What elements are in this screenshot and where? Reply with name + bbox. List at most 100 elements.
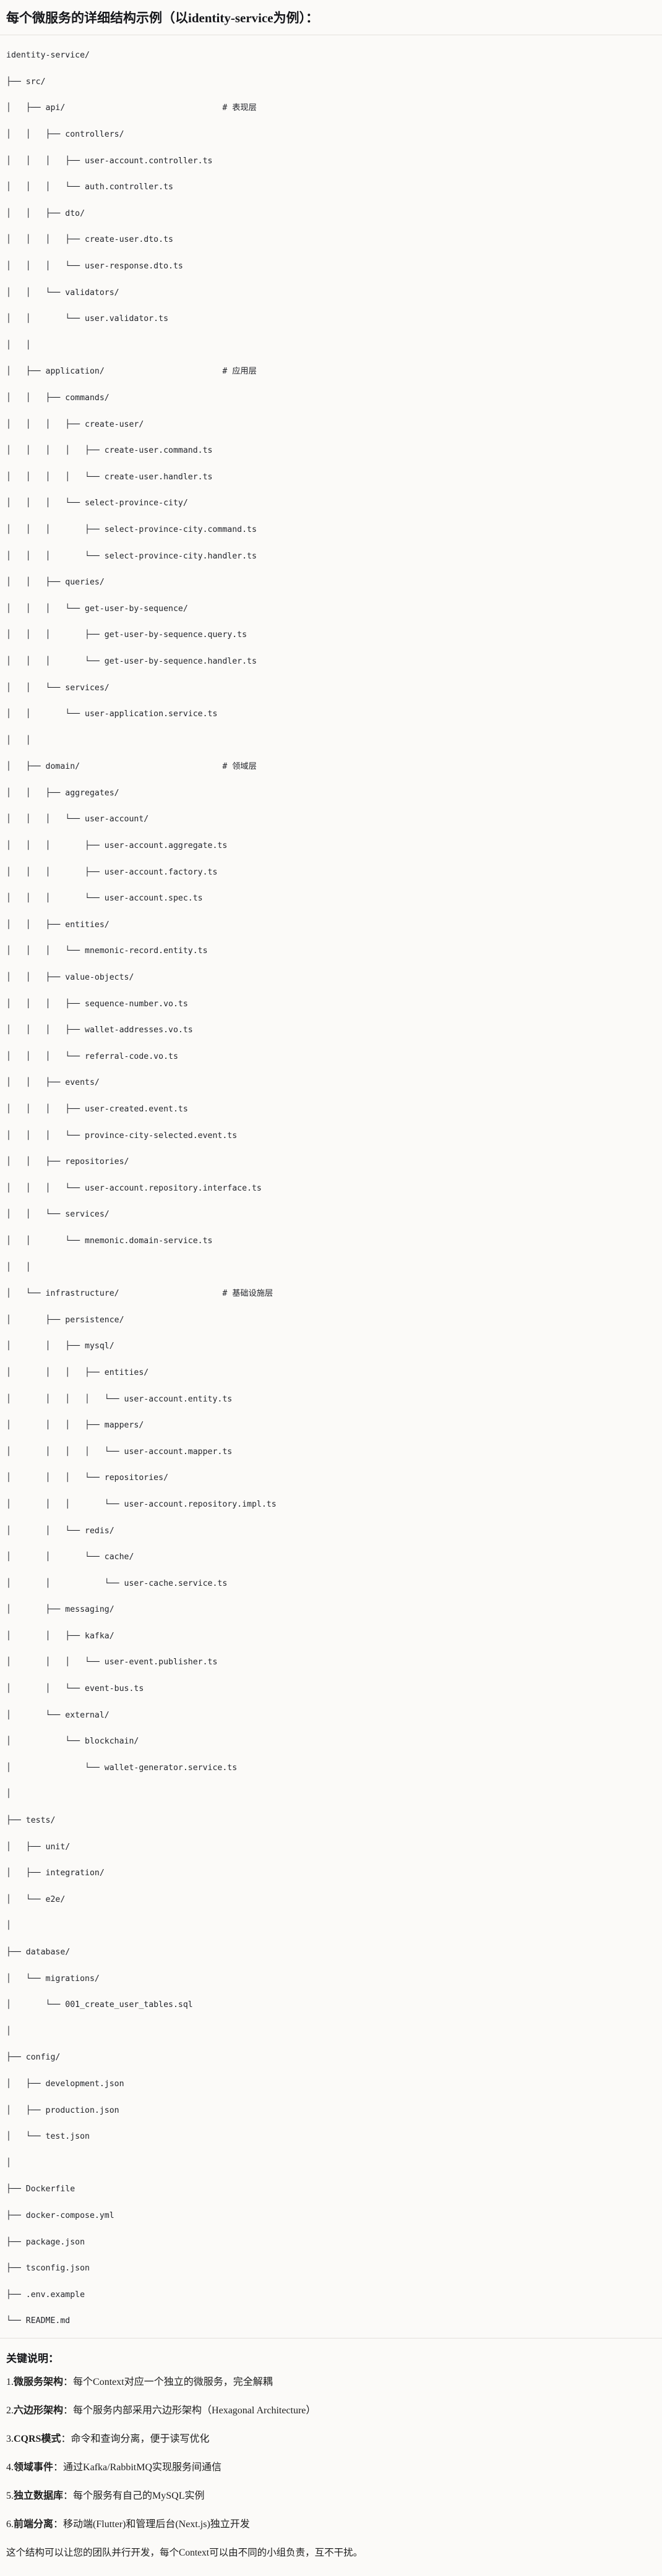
tree-line: ├── tests/ — [6, 1816, 56, 1826]
tree-line: │ │ ├── kafka/ — [6, 1631, 114, 1641]
key-point-description: 命令和查询分离，便于读写优化 — [71, 2433, 210, 2444]
tree-line: │ │ │ ├── user-account.factory.ts — [6, 867, 218, 877]
tree-line: │ │ ├── events/ — [6, 1078, 100, 1088]
key-point-number: 6. — [6, 2518, 14, 2530]
tree-line: │ │ └── event-bus.ts — [6, 1684, 144, 1694]
tree-line: │ │ — [6, 1262, 31, 1272]
key-point-term: 六边形架构 — [14, 2405, 64, 2416]
tree-line: │ │ ├── mysql/ — [6, 1341, 114, 1351]
tree-line: ├── src/ — [6, 77, 46, 87]
tree-line: │ — [6, 2158, 11, 2168]
tree-line: │ └── wallet-generator.service.ts — [6, 1763, 238, 1773]
tree-line: │ │ │ └── user-account/ — [6, 815, 149, 824]
tree-line: │ │ │ └── referral-code.vo.ts — [6, 1051, 178, 1061]
tree-line: │ │ │ └── user-account.repository.interf… — [6, 1183, 262, 1193]
key-point-separator: ： — [53, 2462, 64, 2473]
tree-line: │ │ │ └── mnemonic-record.entity.ts — [6, 946, 208, 956]
tree-line: │ │ │ └── get-user-by-sequence/ — [6, 604, 188, 614]
tree-line: │ │ │ ├── user-created.event.ts — [6, 1105, 188, 1114]
tree-line-comment: # 应用层 — [222, 367, 257, 377]
key-point-description: 移动端(Flutter)和管理后台(Next.js)独立开发 — [63, 2518, 250, 2530]
tree-line: │ │ └── user-application.service.ts — [6, 709, 218, 719]
tree-line: │ │ ├── entities/ — [6, 920, 110, 930]
key-point-term: 微服务架构 — [14, 2376, 64, 2387]
key-point-description: 每个服务内部采用六边形架构（Hexagonal Architecture） — [73, 2405, 316, 2416]
tree-line: │ │ │ ├── wallet-addresses.vo.ts — [6, 1025, 193, 1035]
key-point-separator: ： — [63, 2376, 74, 2387]
tree-line: │ │ └── services/ — [6, 1210, 110, 1220]
directory-tree: identity-service/ ├── src/ │ ├── api/ # … — [6, 49, 656, 2327]
tree-line: │ │ │ ├── get-user-by-sequence.query.ts — [6, 630, 247, 640]
tree-line: │ │ │ ├── entities/ — [6, 1367, 149, 1377]
tree-line: │ — [6, 1789, 11, 1799]
key-point-term: CQRS模式 — [14, 2433, 61, 2444]
tree-line: │ │ │ ├── mappers/ — [6, 1421, 144, 1431]
key-point-item: 5.独立数据库：每个服务有自己的MySQL实例 — [6, 2489, 656, 2504]
key-point-term: 独立数据库 — [14, 2490, 64, 2501]
tree-line: │ │ └── user-cache.service.ts — [6, 1578, 228, 1588]
key-point-item: 2.六边形架构：每个服务内部采用六边形架构（Hexagonal Architec… — [6, 2403, 656, 2418]
tree-line: │ │ │ └── user-account.repository.impl.t… — [6, 1499, 277, 1509]
key-point-number: 2. — [6, 2405, 14, 2416]
tree-line: identity-service/ — [6, 51, 90, 61]
tree-line: │ ├── messaging/ — [6, 1605, 114, 1615]
key-point-item: 3.CQRS模式：命令和查询分离，便于读写优化 — [6, 2432, 656, 2447]
tree-line: │ │ │ ├── create-user/ — [6, 419, 144, 429]
tree-line: ├── tsconfig.json — [6, 2264, 90, 2274]
tree-line: │ │ │ ├── sequence-number.vo.ts — [6, 999, 188, 1009]
tree-line: │ │ — [6, 340, 31, 350]
key-point-number: 5. — [6, 2490, 14, 2501]
key-point-separator: ： — [63, 2490, 74, 2501]
tree-line: │ └── external/ — [6, 1710, 110, 1720]
tree-line: │ │ └── user.validator.ts — [6, 314, 169, 324]
key-point-number: 3. — [6, 2433, 14, 2444]
tree-line-path: │ ├── api/ — [6, 103, 223, 113]
key-point-number: 4. — [6, 2462, 14, 2473]
tree-line-path: │ ├── domain/ — [6, 762, 223, 772]
tree-line: │ ├── api/ # 表现层 — [6, 101, 656, 114]
key-point-separator: ： — [53, 2518, 64, 2530]
tree-line-path: │ ├── application/ — [6, 367, 223, 377]
tree-line: │ │ │ ├── user-account.aggregate.ts — [6, 841, 228, 851]
tree-line: │ │ └── mnemonic.domain-service.ts — [6, 1236, 213, 1246]
page-title: 每个微服务的详细结构示例（以identity-service为例）： — [6, 11, 319, 25]
tree-line: │ ├── production.json — [6, 2105, 119, 2115]
tree-line: │ │ ├── commands/ — [6, 393, 110, 403]
tree-line: │ │ ├── queries/ — [6, 578, 105, 588]
tree-line: │ ├── persistence/ — [6, 1315, 124, 1325]
tree-line: │ │ └── cache/ — [6, 1552, 134, 1562]
tree-line: │ — [6, 1921, 11, 1931]
tree-line: │ │ │ │ └── user-account.entity.ts — [6, 1394, 233, 1404]
tree-line: │ │ │ └── select-province-city.handler.t… — [6, 551, 257, 561]
tree-line: └── README.md — [6, 2316, 71, 2326]
tree-line: │ │ │ ├── create-user.dto.ts — [6, 235, 173, 245]
tree-line: ├── config/ — [6, 2053, 61, 2063]
key-point-separator: ： — [61, 2433, 71, 2444]
tree-line: │ │ │ │ └── create-user.handler.ts — [6, 472, 213, 482]
title-bar: 每个微服务的详细结构示例（以identity-service为例）： — [0, 0, 662, 36]
closing-paragraph: 这个结构可以让您的团队并行开发，每个Context可以由不同的小组负责，互不干扰… — [6, 2547, 363, 2558]
key-point-description: 每个服务有自己的MySQL实例 — [73, 2490, 205, 2501]
key-point-term: 前端分离 — [14, 2518, 54, 2530]
tree-line: │ │ ├── repositories/ — [6, 1157, 129, 1167]
tree-line: │ │ │ └── user-response.dto.ts — [6, 262, 183, 271]
tree-line: │ │ │ │ └── user-account.mapper.ts — [6, 1447, 233, 1457]
tree-line: │ ├── development.json — [6, 2079, 124, 2089]
tree-line: │ — [6, 2026, 11, 2036]
tree-line-comment: # 基础设施层 — [222, 1289, 273, 1299]
tree-line: │ │ │ └── province-city-selected.event.t… — [6, 1131, 238, 1140]
tree-line: │ │ │ └── get-user-by-sequence.handler.t… — [6, 656, 257, 666]
tree-line: │ ├── domain/ # 领域层 — [6, 760, 656, 773]
tree-line: │ │ └── redis/ — [6, 1526, 114, 1536]
tree-line: │ ├── unit/ — [6, 1842, 71, 1852]
key-point-item: 6.前端分离：移动端(Flutter)和管理后台(Next.js)独立开发 — [6, 2517, 656, 2532]
tree-line: │ ├── application/ # 应用层 — [6, 365, 656, 378]
tree-line: │ │ — [6, 735, 31, 745]
tree-line: │ │ ├── controllers/ — [6, 130, 124, 140]
tree-line: │ │ │ ├── user-account.controller.ts — [6, 156, 213, 166]
tree-line: │ │ ├── value-objects/ — [6, 973, 134, 983]
tree-line: │ │ └── services/ — [6, 683, 110, 693]
